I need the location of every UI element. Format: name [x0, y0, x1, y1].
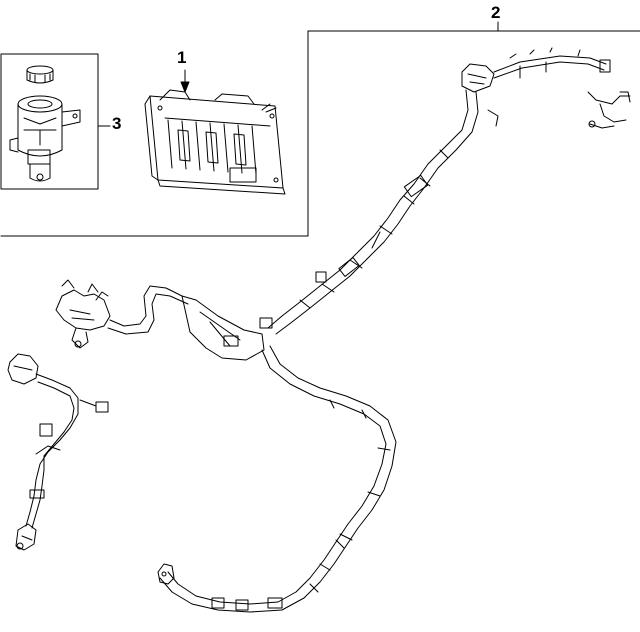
part-2-frame — [0, 30, 640, 237]
callout-part-1: 1 — [177, 48, 187, 67]
part-3-reservoir — [9, 65, 81, 182]
part-3-frame — [0, 53, 99, 190]
callout-part-3: 3 — [112, 114, 122, 133]
part-2-wiring-harness — [7, 47, 631, 613]
group-frames — [0, 21, 640, 237]
callout-part-2: 2 — [491, 3, 501, 22]
part-1-control-module — [144, 69, 286, 195]
